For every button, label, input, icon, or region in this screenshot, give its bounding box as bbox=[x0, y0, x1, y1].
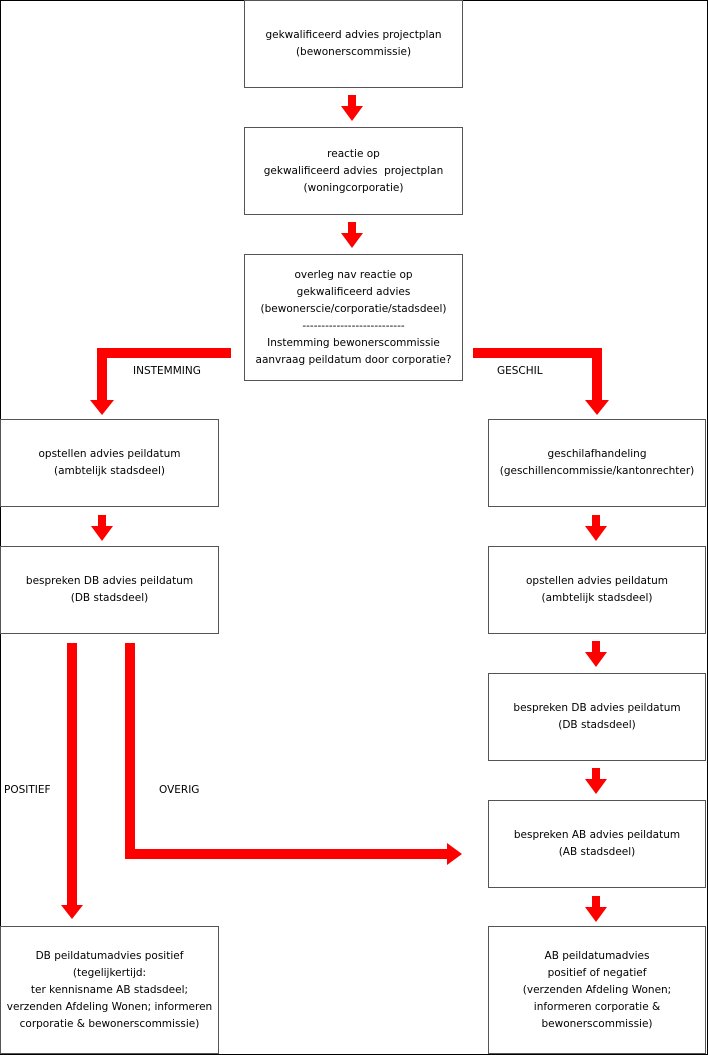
label-positief: POSITIEF bbox=[4, 784, 51, 796]
box-ab-peildatumadvies: AB peildatumadvies positief of negatief … bbox=[488, 926, 706, 1054]
box-bespreken-ab: bespreken AB advies peildatum (AB stadsd… bbox=[488, 800, 706, 888]
box-bespreken-db-left: bespreken DB advies peildatum (DB stadsd… bbox=[0, 546, 219, 634]
box-db-peildatumadvies-positief: DB peildatumadvies positief (tegelijkert… bbox=[0, 926, 219, 1054]
box-opstellen-advies-left: opstellen advies peildatum (ambtelijk st… bbox=[0, 419, 219, 507]
label-instemming: INSTEMMING bbox=[133, 365, 201, 377]
arrow-b4-to-b5 bbox=[91, 515, 113, 541]
label-geschil: GESCHIL bbox=[497, 365, 543, 377]
arrow-instemming bbox=[90, 348, 231, 415]
box-reactie-op-advies: reactie op gekwalificeerd advies project… bbox=[244, 127, 463, 215]
box-geschilafhandeling: geschilafhandeling (geschillencommissie/… bbox=[488, 419, 706, 507]
arrow-b1-to-b2 bbox=[341, 95, 363, 121]
label-overig: OVERIG bbox=[159, 784, 200, 796]
arrow-b8-to-b9 bbox=[585, 641, 607, 667]
arrow-b7-to-b8 bbox=[585, 515, 607, 541]
box-overleg-instemming: overleg nav reactie op gekwalificeerd ad… bbox=[244, 254, 463, 381]
box-gekwalificeerd-advies: gekwalificeerd advies projectplan (bewon… bbox=[244, 0, 463, 88]
arrow-geschil bbox=[473, 348, 609, 415]
box-bespreken-db-right: bespreken DB advies peildatum (DB stadsd… bbox=[488, 673, 706, 761]
arrow-b9-to-b10 bbox=[585, 768, 607, 794]
box-opstellen-advies-right: opstellen advies peildatum (ambtelijk st… bbox=[488, 546, 706, 634]
arrow-b10-to-b11 bbox=[585, 896, 607, 922]
arrow-positief bbox=[61, 643, 83, 919]
arrow-overig bbox=[125, 643, 462, 865]
arrow-b2-to-b3 bbox=[341, 222, 363, 248]
